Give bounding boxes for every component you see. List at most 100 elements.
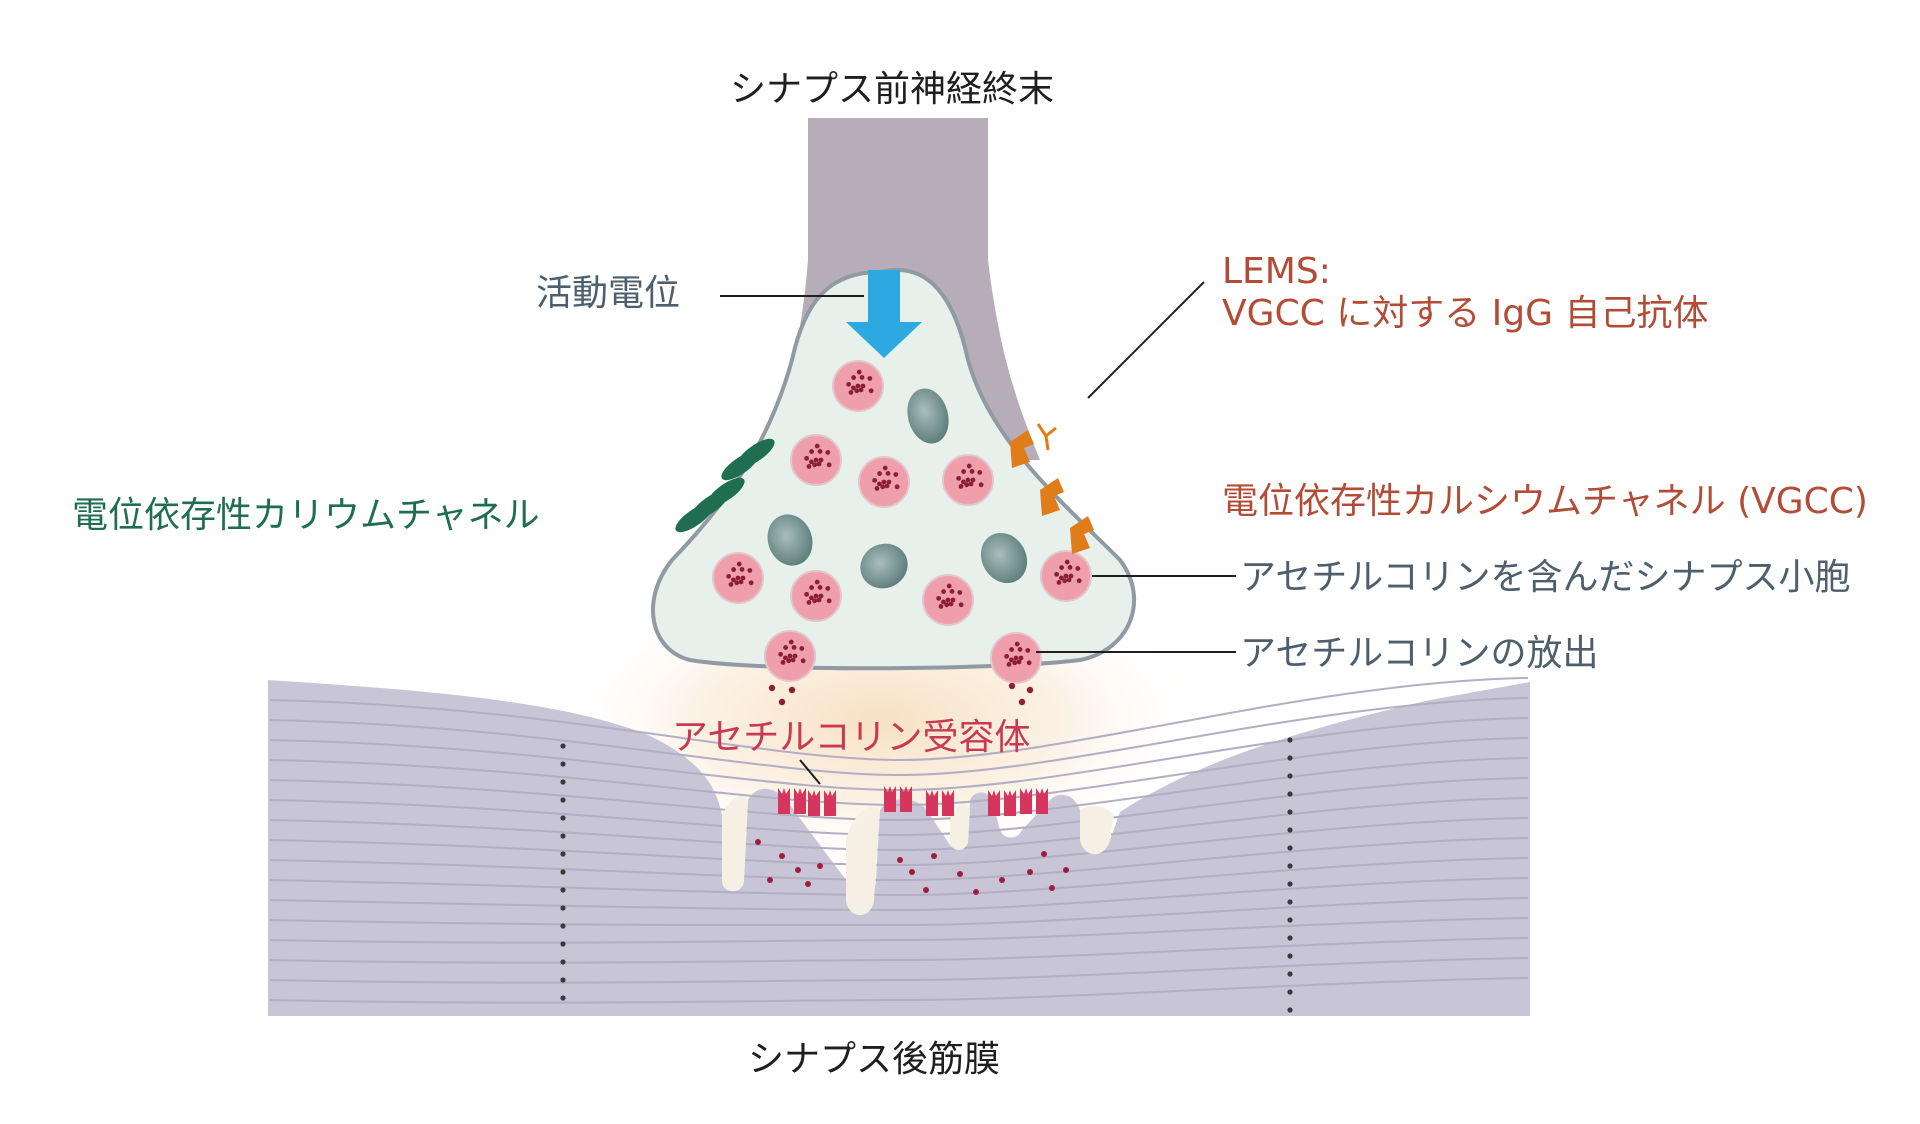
ach-molecule <box>973 889 979 895</box>
synaptic-vesicle <box>712 552 764 604</box>
ach-receptor-label: アセチルコリン受容体 <box>672 717 1031 758</box>
ach-receptor <box>824 790 836 816</box>
lems-label-line1: LEMS: <box>1222 251 1331 292</box>
z-line-dot <box>1287 827 1293 833</box>
synaptic-vesicle <box>790 570 842 622</box>
ach-in-cleft <box>755 839 1069 895</box>
z-line-dot <box>1287 755 1293 761</box>
action-potential-arrow <box>846 270 922 358</box>
synaptic-vesicle-label: アセチルコリンを含んだシナプス小胞 <box>1240 557 1851 598</box>
postsynaptic-membrane-label: シナプス後筋膜 <box>748 1039 1001 1080</box>
k-channel <box>737 438 775 468</box>
mitochondrion <box>907 388 949 444</box>
z-line-dot <box>560 959 566 965</box>
z-line-dot <box>1287 1007 1293 1013</box>
z-line-dot <box>1287 773 1293 779</box>
synaptic-vesicle <box>790 434 842 486</box>
z-line-dot <box>1287 989 1293 995</box>
ach-molecule <box>755 839 761 845</box>
z-line-dot <box>560 815 566 821</box>
z-line-dot <box>560 941 566 947</box>
junctional-fold <box>950 804 970 850</box>
ach-molecule <box>778 698 786 706</box>
ach-molecule <box>897 857 903 863</box>
striation-line <box>269 957 1529 984</box>
z-line-dot <box>560 995 566 1001</box>
junctional-fold <box>1080 805 1114 855</box>
ach-receptor <box>884 786 896 812</box>
z-line-dot <box>560 923 566 929</box>
synaptic-vesicle <box>922 574 974 626</box>
igg-antibody <box>1036 423 1057 451</box>
striation-line <box>269 777 1529 837</box>
z-line-dot <box>560 797 566 803</box>
z-line-dot <box>560 851 566 857</box>
synaptic-vesicle <box>832 360 884 412</box>
striation-line <box>269 697 1529 777</box>
ach-receptor <box>808 790 820 816</box>
z-line-dot <box>1287 809 1293 815</box>
ach-molecule <box>1026 686 1034 694</box>
z-line-dot <box>1287 791 1293 797</box>
z-line-dot <box>560 833 566 839</box>
ach-release-label: アセチルコリンの放出 <box>1240 633 1599 674</box>
z-line-dot <box>1287 845 1293 851</box>
ach-molecule <box>923 887 929 893</box>
ca-channel <box>1070 516 1094 554</box>
ach-molecule <box>957 871 963 877</box>
striation-line <box>269 677 1529 762</box>
leader-lines <box>720 281 1236 785</box>
z-line-dot <box>560 977 566 983</box>
k-channel <box>707 477 745 507</box>
striation-line <box>269 977 1529 1004</box>
presynaptic-terminal-label: シナプス前神経終末 <box>730 69 1055 110</box>
synaptic-vesicle <box>990 632 1042 684</box>
calcium-channels <box>1010 430 1094 554</box>
z-line-dot <box>1287 971 1293 977</box>
released-ach <box>768 682 1034 706</box>
ach-molecule <box>1018 698 1026 706</box>
ach-molecule <box>767 877 773 883</box>
z-line-dot <box>1287 917 1293 923</box>
z-line-dot <box>1287 863 1293 869</box>
ach-molecule <box>931 853 937 859</box>
z-line-dot <box>1287 737 1293 743</box>
synaptic-vesicle <box>764 630 816 682</box>
ach-molecule <box>1008 682 1016 690</box>
ach-molecule <box>1041 851 1047 857</box>
potassium-channel-label: 電位依存性カリウムチャネル <box>72 495 540 536</box>
striation-line <box>269 897 1529 927</box>
ach-molecule <box>1049 885 1055 891</box>
synaptic-vesicles <box>712 360 1092 684</box>
z-line-dot <box>1287 953 1293 959</box>
z-line-dot <box>560 905 566 911</box>
z-line-dot <box>560 869 566 875</box>
ach-molecule <box>779 853 785 859</box>
ach-molecule <box>909 869 915 875</box>
ach-receptor <box>1036 788 1048 814</box>
mitochondrion <box>767 514 813 566</box>
junctional-fold <box>722 795 748 892</box>
synaptic-vesicle <box>942 454 994 506</box>
striation-line <box>269 857 1529 897</box>
striation-line <box>269 917 1529 944</box>
mitochondrion <box>980 532 1028 584</box>
action-potential-label: 活動電位 <box>536 273 681 314</box>
ach-molecule <box>1063 867 1069 873</box>
ach-receptor <box>900 786 912 812</box>
ach-receptors <box>778 786 1048 816</box>
mitochondrion <box>860 543 908 589</box>
striation-line <box>269 757 1529 822</box>
ach-receptor <box>988 790 1000 816</box>
ach-receptor <box>794 788 806 814</box>
ach-molecule <box>805 881 811 887</box>
z-line-dot <box>560 743 566 749</box>
synaptic-vesicle <box>858 456 910 508</box>
ca-channel <box>1010 430 1034 468</box>
z-line-dot <box>1287 881 1293 887</box>
ach-molecule <box>1027 869 1033 875</box>
ach-receptor <box>778 788 790 814</box>
z-line-dot <box>560 761 566 767</box>
ach-molecule <box>768 684 776 692</box>
